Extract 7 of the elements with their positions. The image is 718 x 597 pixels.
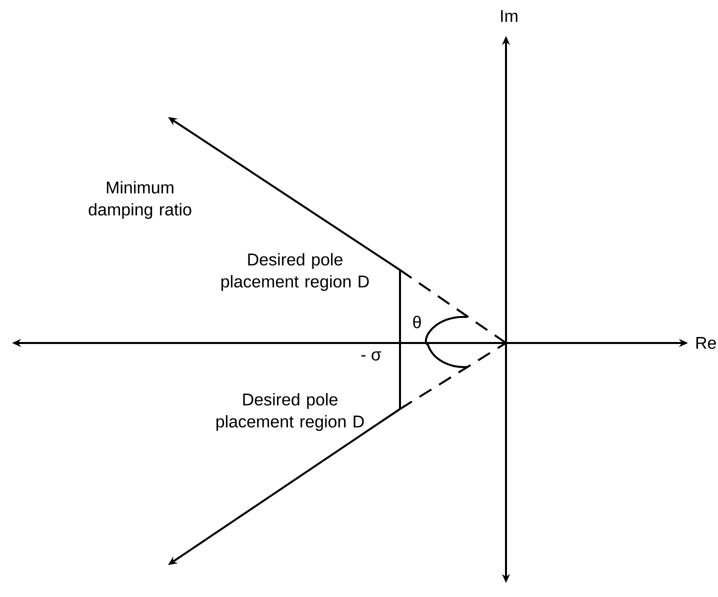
axis-label: Im — [501, 10, 518, 22]
offset-label: - σ — [361, 351, 382, 361]
region-label: Desired pole placement region D — [216, 393, 364, 431]
annotation-text: Minimum damping ratio — [88, 181, 192, 219]
angle-label: θ — [413, 316, 421, 328]
region-label: Desired pole placement region D — [221, 253, 369, 291]
axis-label: Re — [696, 337, 716, 349]
